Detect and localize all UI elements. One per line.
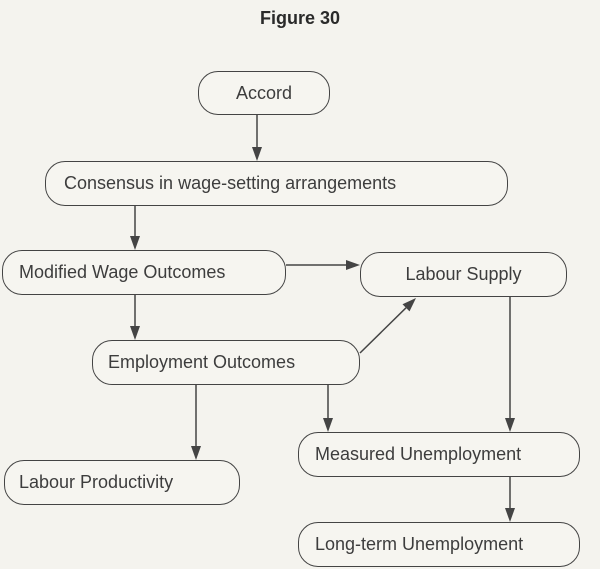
node-label: Modified Wage Outcomes — [19, 262, 226, 282]
arrow-employment-to-labour_supply — [359, 307, 407, 354]
figure-title: Figure 30 — [259, 8, 341, 28]
node-long-term-unemployment: Long-term Unemployment — [298, 522, 580, 567]
arrowhead-consensus-to-modified_wage — [130, 236, 140, 250]
node-label: Long-term Unemployment — [315, 534, 524, 554]
node-label: Employment Outcomes — [108, 352, 296, 372]
node-employment-outcomes: Employment Outcomes — [92, 340, 360, 385]
arrowhead-employment-to-measured_unemployment — [323, 418, 333, 432]
node-label: Accord — [235, 82, 293, 103]
node-label: Labour Supply — [405, 264, 522, 284]
node-label: Consensus in wage-setting arrangements — [64, 173, 397, 193]
arrowhead-accord-to-consensus — [252, 147, 262, 161]
node-accord: Accord — [198, 71, 330, 115]
node-label: Labour Productivity — [19, 472, 174, 492]
arrowhead-modified_wage-to-employment — [130, 326, 140, 340]
arrowhead-labour_supply-to-measured_unemployment — [505, 418, 515, 432]
arrowhead-measured_unemployment-to-long_term_unemployment — [505, 508, 515, 522]
node-labour-productivity: Labour Productivity — [4, 460, 240, 505]
arrowhead-modified_wage-to-labour_supply — [346, 260, 360, 270]
node-labour-supply: Labour Supply — [360, 252, 567, 297]
node-measured-unemployment: Measured Unemployment — [298, 432, 580, 477]
node-modified-wage-outcomes: Modified Wage Outcomes — [2, 250, 286, 295]
node-label: Measured Unemployment — [315, 444, 522, 464]
arrowhead-employment-to-labour_supply — [402, 298, 416, 312]
arrowhead-employment-to-labour_productivity — [191, 446, 201, 460]
node-consensus: Consensus in wage-setting arrangements — [45, 161, 508, 206]
